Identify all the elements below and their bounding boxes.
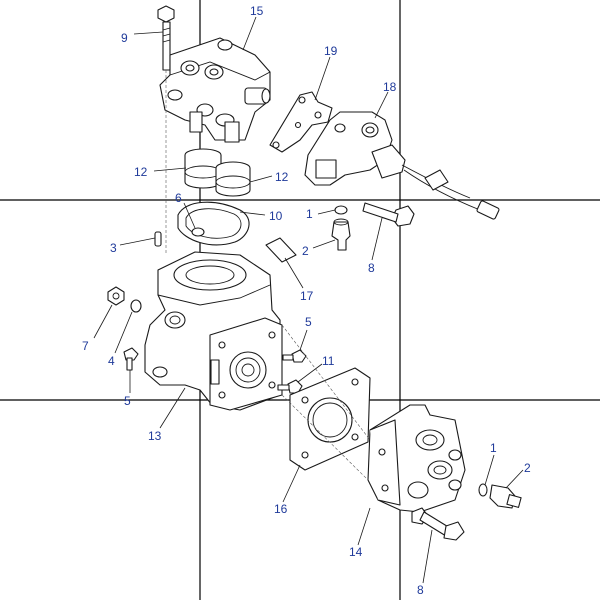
label-part-18: 18 <box>383 80 397 94</box>
label-part-2-upper: 2 <box>302 244 309 258</box>
label-part-1-upper: 1 <box>306 207 313 221</box>
part-6-o-ring <box>191 227 205 237</box>
part-15-cover <box>159 37 271 143</box>
label-part-9: 9 <box>121 31 128 45</box>
label-part-1-lower: 1 <box>490 441 497 455</box>
part-12-sleeve-lower <box>215 161 251 197</box>
part-7-nut <box>107 286 125 306</box>
label-part-15: 15 <box>250 4 264 18</box>
part-9-bolt <box>157 5 175 71</box>
label-part-12-upper: 12 <box>134 165 148 179</box>
part-5-bolt-right <box>282 349 307 363</box>
label-part-14: 14 <box>349 545 363 559</box>
label-part-13: 13 <box>148 429 162 443</box>
part-13-main-body <box>144 251 283 411</box>
label-part-5-right: 5 <box>305 315 312 329</box>
part-2-fitting-lower <box>489 484 522 509</box>
part-16-gasket <box>289 367 371 471</box>
part-10-gasket <box>177 201 250 246</box>
part-5-bolt-left <box>123 347 139 371</box>
label-part-3: 3 <box>110 241 117 255</box>
part-8-bolt-upper <box>362 202 415 227</box>
label-part-12-lower: 12 <box>275 170 289 184</box>
label-part-11: 11 <box>322 354 335 368</box>
part-12-sleeve-upper <box>184 148 222 189</box>
part-14-pump <box>367 404 466 513</box>
part-1-o-ring-lower <box>478 483 488 497</box>
label-part-7: 7 <box>82 339 89 353</box>
label-part-8-lower: 8 <box>417 583 424 597</box>
part-17-plate <box>265 237 297 263</box>
label-part-2-lower: 2 <box>524 461 531 475</box>
part-3-pin <box>154 231 162 247</box>
label-part-17: 17 <box>300 289 314 303</box>
label-part-10: 10 <box>269 209 283 223</box>
part-8-bolt-lower <box>411 507 465 541</box>
label-part-8-upper: 8 <box>368 261 375 275</box>
part-labels: 15 9 19 18 12 12 6 10 1 3 2 8 17 7 4 5 5… <box>82 4 531 597</box>
label-part-4: 4 <box>108 354 115 368</box>
part-4-washer <box>130 299 142 313</box>
label-part-16: 16 <box>274 502 288 516</box>
label-part-6: 6 <box>175 191 182 205</box>
part-2-fitting-upper <box>331 218 351 251</box>
label-part-5-left: 5 <box>124 394 131 408</box>
part-18-sensor <box>304 111 500 220</box>
part-1-o-ring-upper <box>334 205 348 215</box>
leader-lines <box>93 16 524 584</box>
label-part-19: 19 <box>324 44 338 58</box>
part-11-bolt <box>277 379 303 394</box>
alignment-lines <box>165 70 371 481</box>
part-19-bracket <box>269 91 333 153</box>
